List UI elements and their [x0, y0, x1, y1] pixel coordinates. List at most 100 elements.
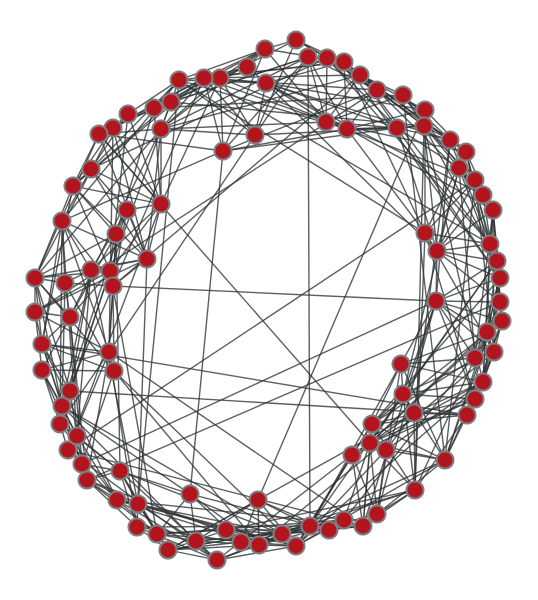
- graph-edge: [112, 127, 162, 205]
- graph-node: [127, 517, 147, 537]
- graph-edge: [34, 127, 114, 279]
- graph-node: [52, 396, 72, 416]
- graph-edge: [86, 301, 501, 481]
- graph-node: [405, 480, 425, 500]
- graph-edge: [265, 82, 438, 252]
- graph-edge: [265, 82, 398, 129]
- graph-edge: [325, 57, 328, 123]
- graph-edge: [34, 270, 111, 313]
- graph-node: [393, 85, 413, 105]
- graph-edge: [257, 109, 426, 501]
- graph-node: [161, 92, 181, 112]
- graph-edge: [72, 185, 148, 260]
- graph-edge: [90, 79, 180, 170]
- graph-edge: [195, 499, 259, 542]
- graph-edge: [81, 370, 115, 465]
- graph-node: [316, 112, 336, 132]
- graph-edge: [424, 109, 467, 153]
- graph-edge: [222, 128, 348, 152]
- graph-node: [60, 307, 80, 327]
- graph-edge: [414, 232, 426, 491]
- graph-node: [427, 241, 447, 261]
- graph-edge: [413, 412, 416, 491]
- graph-node: [50, 414, 70, 434]
- graph-edge: [435, 260, 498, 302]
- graph-edge: [108, 134, 256, 353]
- graph-node: [404, 403, 424, 423]
- graph-node: [128, 494, 148, 514]
- graph-node: [298, 47, 318, 67]
- graph-edge: [41, 316, 71, 371]
- graph-node: [334, 510, 354, 530]
- graph-node: [60, 381, 80, 401]
- graph-node: [58, 440, 78, 460]
- graph-edge: [34, 233, 117, 279]
- graph-edge: [146, 128, 162, 260]
- graph-edge: [362, 300, 437, 527]
- graph-node: [376, 440, 396, 460]
- graph-edge: [41, 343, 110, 353]
- graph-node: [210, 68, 230, 88]
- graph-edge: [371, 363, 402, 425]
- graph-node: [231, 532, 251, 552]
- graph-edge: [203, 74, 361, 79]
- graph-node: [255, 39, 275, 59]
- graph-node: [81, 159, 101, 179]
- graph-edge: [127, 113, 162, 205]
- graph-edge: [41, 343, 63, 407]
- graph-edge: [90, 258, 148, 271]
- graph-node: [100, 261, 120, 281]
- graph-node: [353, 516, 373, 536]
- graph-edge: [156, 529, 227, 535]
- graph-node: [137, 249, 157, 269]
- graph-node: [151, 119, 171, 139]
- graph-edge: [34, 258, 148, 313]
- graph-edge: [435, 300, 476, 400]
- graph-edge: [61, 220, 78, 437]
- graph-node: [77, 470, 97, 490]
- graph-edge: [90, 168, 162, 205]
- graph-edge: [474, 277, 501, 359]
- graph-node: [337, 119, 357, 139]
- graph-edge: [81, 300, 437, 465]
- graph-edge: [436, 194, 484, 252]
- graph-edge: [67, 179, 476, 451]
- graph-node: [194, 68, 214, 88]
- graph-edge: [436, 250, 501, 303]
- node-layer: [25, 30, 512, 570]
- graph-edge: [436, 250, 498, 262]
- graph-node: [465, 348, 485, 368]
- graph-edge: [61, 220, 110, 353]
- graph-node: [367, 504, 387, 524]
- graph-node: [484, 342, 504, 362]
- graph-node: [360, 433, 380, 453]
- graph-node: [286, 30, 306, 50]
- graph-node: [213, 141, 233, 161]
- graph-edge: [34, 185, 74, 279]
- graph-node: [492, 311, 512, 331]
- graph-node: [67, 426, 87, 446]
- graph-edge: [112, 285, 437, 302]
- graph-node: [449, 158, 469, 178]
- graph-node: [89, 124, 109, 144]
- graph-node: [72, 454, 92, 474]
- graph-edge: [160, 121, 327, 130]
- graph-edge: [136, 258, 148, 528]
- graph-node: [440, 130, 460, 150]
- graph-node: [286, 536, 306, 556]
- graph-edge: [170, 101, 425, 127]
- graph-node: [456, 142, 476, 162]
- graph-node: [106, 224, 126, 244]
- graph-edge: [41, 220, 63, 345]
- graph-edge: [402, 167, 460, 395]
- graph-edge: [109, 113, 129, 272]
- graph-edge: [72, 185, 162, 205]
- graph-edge: [219, 77, 224, 152]
- graph-node: [483, 200, 503, 220]
- graph-node: [248, 490, 268, 510]
- graph-node: [186, 531, 206, 551]
- graph-node: [245, 125, 265, 145]
- graph-edge: [435, 139, 451, 302]
- graph-node: [107, 490, 127, 510]
